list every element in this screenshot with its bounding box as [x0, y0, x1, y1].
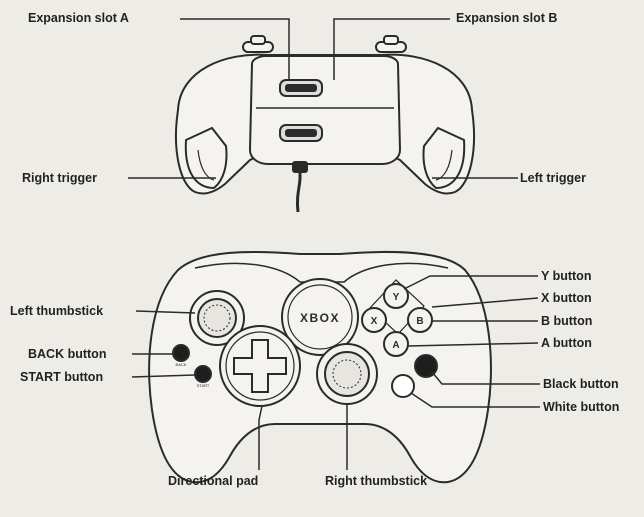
label-y-button: Y button [541, 269, 592, 283]
controller-cord [295, 164, 302, 213]
label-right-trigger: Right trigger [22, 171, 97, 185]
label-back-button: BACK button [28, 347, 107, 361]
center-housing [248, 55, 402, 165]
right-thumbstick[interactable] [316, 343, 378, 405]
expansion-slot-a [279, 79, 323, 97]
label-right-thumbstick: Right thumbstick [325, 474, 428, 488]
b-button-letter: B [416, 316, 423, 327]
top-leader-lines [128, 18, 518, 179]
right-trigger-shape [422, 126, 466, 190]
label-left-thumbstick: Left thumbstick [10, 304, 104, 318]
controller-front-view [148, 250, 492, 484]
controller-top-view [175, 35, 475, 213]
black-button[interactable] [414, 354, 438, 378]
front-leader-lines [131, 275, 540, 470]
a-button-letter: A [392, 340, 399, 351]
label-a-button: A button [541, 336, 592, 350]
b-button[interactable] [407, 307, 433, 333]
start-small-label: START [197, 383, 210, 388]
shoulder-knob-left [242, 35, 274, 53]
y-button-letter: Y [393, 292, 400, 303]
xbox-logo [281, 278, 359, 356]
label-white-button: White button [543, 400, 620, 414]
left-thumbstick[interactable] [189, 290, 245, 346]
label-black-button: Black button [543, 377, 619, 391]
in-diagram-text: XBOX Y X B A BACK START [176, 292, 424, 388]
xbox-logo-text: XBOX [300, 311, 340, 325]
shoulder-knob-right [375, 35, 407, 53]
directional-pad[interactable] [219, 325, 301, 407]
x-button[interactable] [361, 307, 387, 333]
back-button[interactable] [172, 344, 190, 362]
label-start-button: START button [20, 370, 104, 384]
label-expansion-slot-b: Expansion slot B [456, 11, 558, 25]
start-button[interactable] [194, 365, 212, 383]
label-x-button: X button [541, 291, 592, 305]
y-button[interactable] [383, 283, 409, 309]
x-button-letter: X [371, 316, 378, 327]
white-button[interactable] [391, 374, 415, 398]
expansion-slot-b [279, 124, 323, 142]
label-directional-pad: Directional pad [168, 474, 259, 488]
back-small-label: BACK [176, 362, 187, 367]
label-left-trigger: Left trigger [520, 171, 586, 185]
a-button[interactable] [383, 331, 409, 357]
label-expansion-slot-a: Expansion slot A [28, 11, 129, 25]
left-trigger-shape [184, 126, 228, 190]
label-b-button: B button [541, 314, 593, 328]
